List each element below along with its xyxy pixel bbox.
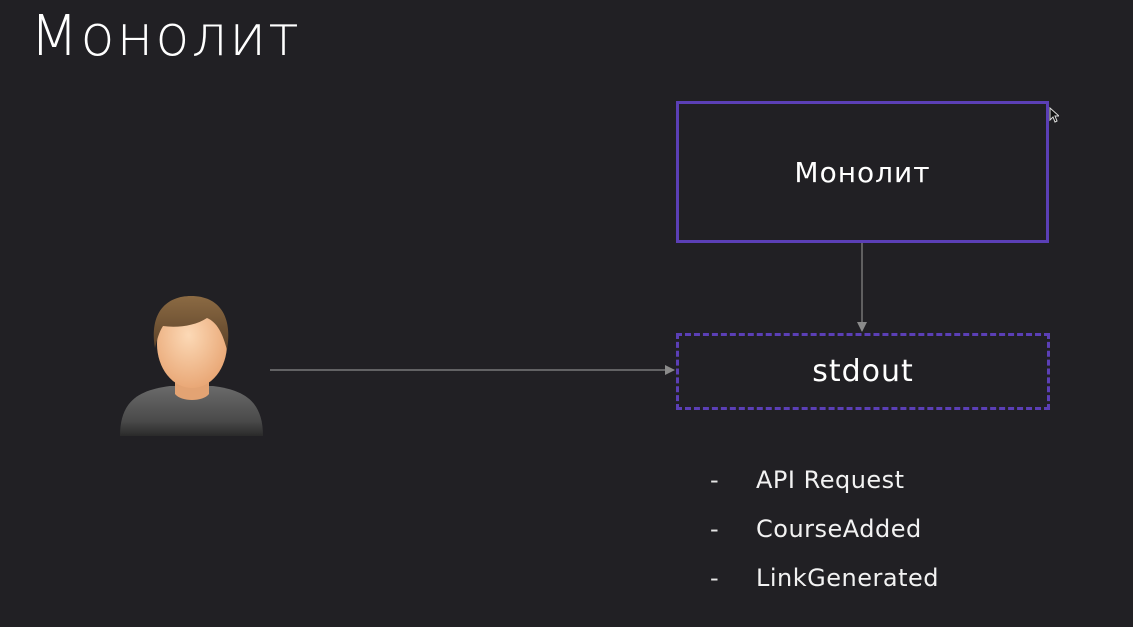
- monolith-box: Монолит: [676, 101, 1049, 243]
- user-avatar-icon: [115, 290, 267, 444]
- event-list: - API Request - CourseAdded - LinkGenera…: [710, 455, 939, 602]
- list-item: - API Request: [710, 455, 939, 504]
- slide-title: Монолит: [30, 4, 301, 69]
- mouse-cursor-icon: [1049, 106, 1061, 127]
- list-dash: -: [710, 563, 719, 592]
- event-label: API Request: [756, 465, 905, 494]
- stdout-box: stdout: [676, 333, 1050, 410]
- event-label: LinkGenerated: [756, 563, 939, 592]
- list-item: - CourseAdded: [710, 504, 939, 553]
- stdout-box-label: stdout: [812, 354, 914, 389]
- event-label: CourseAdded: [756, 514, 922, 543]
- list-dash: -: [710, 514, 719, 543]
- list-dash: -: [710, 465, 719, 494]
- list-item: - LinkGenerated: [710, 553, 939, 602]
- monolith-box-label: Монолит: [794, 155, 931, 189]
